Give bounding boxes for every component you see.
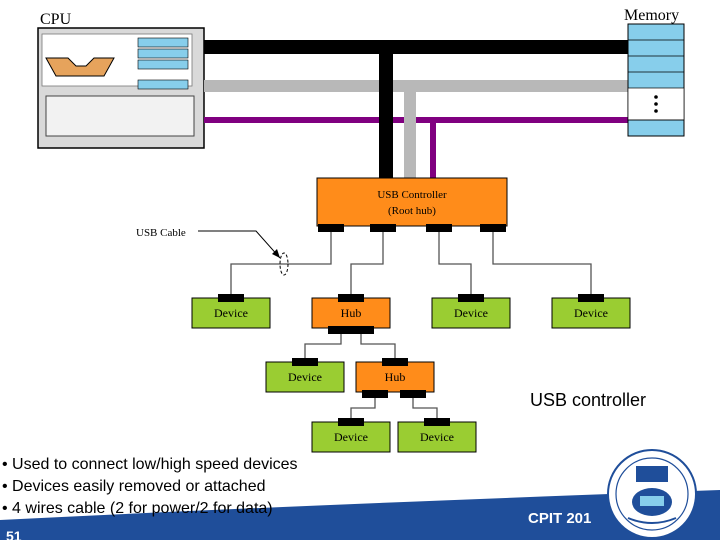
memory-block [627,23,685,137]
hub-port [362,390,388,398]
device-label: Device [214,306,248,320]
bullet-list: • Used to connect low/high speed devices… [2,454,298,520]
device-label: Device [574,306,608,320]
device-port [338,418,364,426]
controller-port [370,224,396,232]
footer-band [0,490,720,540]
device-label: Device [288,370,322,384]
bullet-item: • Used to connect low/high speed devices [2,456,298,473]
cpu-label: CPU [40,11,72,28]
hub-port [400,390,426,398]
cable-pointer-arrowhead [272,249,280,258]
figure-caption: USB controller [530,390,647,410]
device-label: Device [334,430,368,444]
device-box [551,297,631,329]
cpu-register [137,37,189,48]
device-port [424,418,450,426]
device-port [292,358,318,366]
course-code: CPIT 201 [528,510,592,527]
hub-label: Hub [385,370,406,384]
usb-cable-label: USB Cable [136,227,186,239]
device-label: Device [420,430,454,444]
bus-purple-drop [430,123,436,180]
controller-port [318,224,344,232]
usb-controller-label: USB Controller [377,189,447,201]
cpu-register [137,48,189,59]
hub-port [348,326,374,334]
bus-gray [204,80,628,92]
hub-label: Hub [341,306,362,320]
usb-controller-sublabel: (Root hub) [388,205,436,217]
device-box [191,297,271,329]
device-box [431,297,511,329]
device-label: Device [454,306,488,320]
device-port [578,294,604,302]
device-box [311,421,391,453]
hub-port [328,326,354,334]
bullet-item: • 4 wires cable (2 for power/2 for data) [2,500,273,517]
controller-port [426,224,452,232]
slide-number: 51 [6,528,22,544]
cpu-alu-shape [45,57,115,77]
university-seal-logo [607,449,697,539]
device-port [458,294,484,302]
cpu-register [137,59,189,70]
memory-label: Memory [624,7,679,24]
hub-port [338,294,364,302]
bus-black [204,40,628,54]
bullet-item: • Devices easily removed or attached [2,478,266,495]
bus-black-drop [379,54,393,180]
device-box [397,421,477,453]
controller-port [480,224,506,232]
usb-cables [230,232,592,420]
cpu-register [137,79,189,90]
cpu-cache-panel [45,95,195,137]
usb-controller-box [316,177,508,227]
hub-port [382,358,408,366]
cable-connector-mark [279,252,289,276]
bus-gray-drop [404,92,416,180]
device-port [218,294,244,302]
cable-pointer-arrow [198,230,281,259]
